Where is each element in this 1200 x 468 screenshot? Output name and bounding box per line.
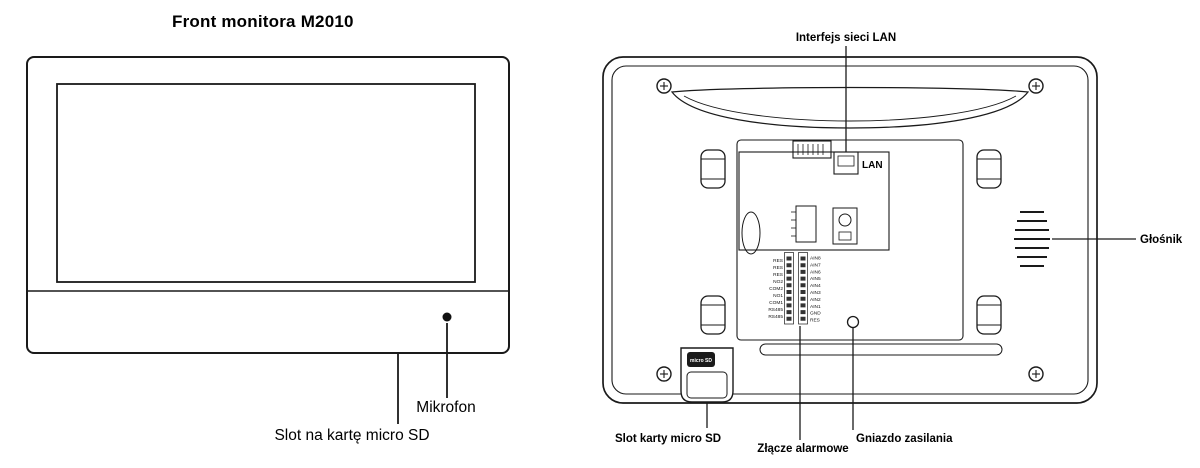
lan-interface-label: Interfejs sieci LAN [796,32,896,44]
back-outline [602,56,1098,404]
speaker-label: Głośnik [1140,234,1183,246]
pin-label-left-7: RS485 [768,307,783,313]
front-screen [56,83,476,283]
terminal-strip-2-outline [798,252,808,325]
display-connector [792,140,832,159]
mount-tab-bottom-left [700,295,726,335]
pin-header-connector [791,205,817,243]
back-view: Interfejs sieci LAN LAN RES RES RES [602,32,1183,455]
pin-label-left-6: COM1 [769,300,783,306]
lan-port-connector [833,151,859,175]
front-monitor-outline [26,56,510,354]
top-grille-inner-line [683,95,1017,122]
pin-label-right-7: AIN1 [810,304,821,310]
pin-label-right-8: GND [810,311,821,317]
speaker-grille [1014,211,1050,267]
power-connector [832,207,858,245]
microphone-dot [442,312,452,322]
pin-label-left-8: RS485 [768,314,783,320]
pin-label-right-3: AIN5 [810,276,821,282]
central-recess [736,139,964,341]
front-view: Front monitora M2010 Mikrofon Slot na kar… [26,12,510,444]
recess-oval-slot [741,211,761,255]
front-title-prefix: Front monitora [172,12,296,31]
back-inner-outline [611,65,1089,395]
pin-label-right-0: AIN8 [810,256,821,262]
pin-label-left-3: NO2 [773,279,783,285]
front-title-model: M2010 [301,12,354,31]
alarm-connector-label: Złącze alarmowe [757,443,848,455]
pin-label-right-2: AIN6 [810,269,821,275]
screw-top-left-icon [656,78,672,94]
pin-label-right-4: AIN4 [810,283,821,289]
microphone-label: Mikrofon [416,399,475,416]
pin-label-left-5: NO1 [773,293,783,299]
screw-bottom-right-icon [1028,366,1044,382]
micro-sd-badge-text: micro SD [690,358,712,364]
pin-label-left-1: RES [773,265,783,271]
front-title: Front monitora M2010 [172,12,354,31]
bottom-slot [759,343,1003,356]
pin-label-left-2: RES [773,272,783,278]
pin-label-left-0: RES [773,258,783,264]
alarm-terminal-block: RES RES RES NO2 COM2 NO1 COM1 RS485 RS48… [768,252,821,325]
back-sd-slot-label: Slot karty micro SD [615,433,721,445]
lan-port-label: LAN [862,160,883,171]
mount-tab-top-right [976,149,1002,189]
power-socket-hole [846,315,860,329]
pcb-board [738,151,890,251]
sd-card-outline [686,371,728,399]
power-socket-label: Gniazdo zasilania [856,433,953,445]
micro-sd-badge [687,352,715,367]
front-sd-slot-label: Slot na kartę micro SD [274,427,429,444]
pin-label-left-4: COM2 [769,286,783,292]
sd-card-tab: micro SD [680,347,734,403]
mount-tab-top-left [700,149,726,189]
pin-label-right-9: RES [810,318,820,324]
pin-label-right-5: AIN3 [810,290,821,296]
terminal-strip-1-outline [784,252,794,325]
mount-tab-bottom-right [976,295,1002,335]
top-grille-shape [670,86,1030,129]
pin-label-right-1: AIN7 [810,262,821,268]
screw-bottom-left-icon [656,366,672,382]
screw-top-right-icon [1028,78,1044,94]
pin-label-right-6: AIN2 [810,297,821,303]
